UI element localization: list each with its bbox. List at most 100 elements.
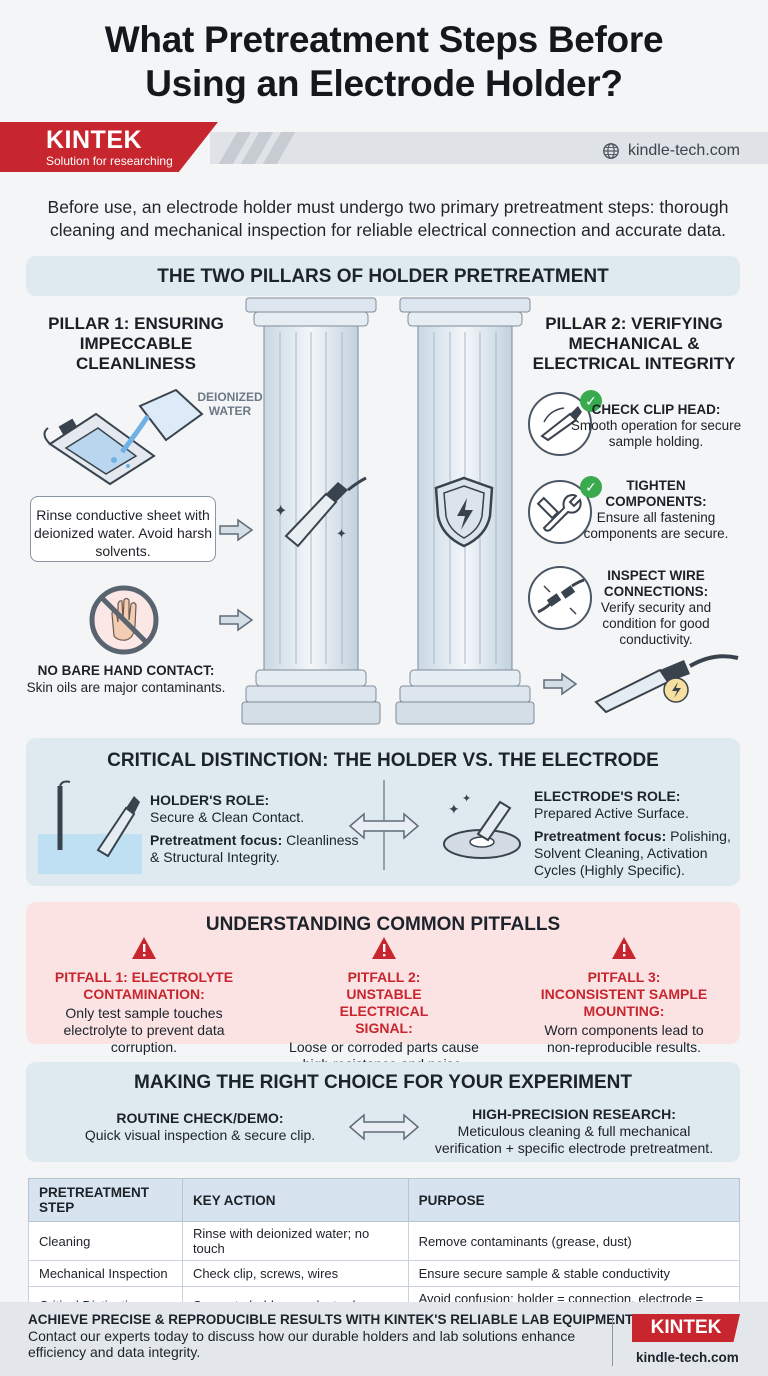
step-3-title: INSPECT WIRE CONNECTIONS:: [603, 568, 709, 599]
table-row: Mechanical Inspection Check clip, screws…: [28, 1260, 741, 1287]
shield-bolt-icon: [434, 476, 494, 548]
pillars-header-band: THE TWO PILLARS OF HOLDER PRETREATMENT: [26, 256, 740, 296]
table-header-row: PRETREATMENT STEP KEY ACTION PURPOSE: [28, 1178, 741, 1222]
choice-right-title: HIGH-PRECISION RESEARCH:: [472, 1106, 676, 1122]
svg-text:✦: ✦: [274, 503, 287, 520]
distinction-heading: CRITICAL DISTINCTION: THE HOLDER VS. THE…: [107, 750, 659, 771]
no-hand-caption: NO BARE HAND CONTACT: Skin oils are majo…: [26, 662, 226, 696]
table-cell: Mechanical Inspection: [28, 1260, 183, 1287]
step-3-desc: Verify security and condition for good c…: [600, 600, 712, 647]
table-header: PRETREATMENT STEP: [28, 1178, 183, 1222]
beaker-icon: [43, 388, 204, 486]
globe-icon: [603, 143, 619, 159]
choice-left-title: ROUTINE CHECK/DEMO:: [116, 1110, 284, 1126]
pitfall-1-desc: Only test sample touches electrolyte to …: [63, 1005, 225, 1055]
holder-role-title: HOLDER'S ROLE:: [150, 792, 270, 808]
double-arrow-icon: [348, 1113, 420, 1141]
electrode-role-block: ELECTRODE'S ROLE: Prepared Active Surfac…: [534, 788, 734, 879]
table-row: Cleaning Rinse with deionized water; no …: [28, 1221, 741, 1261]
footer-divider: [612, 1316, 613, 1366]
pitfall-2-title: PITFALL 2: UNSTABLE ELECTRICAL SIGNAL:: [339, 969, 429, 1036]
pillar2-title: PILLAR 2: VERIFYING MECHANICAL & ELECTRI…: [532, 314, 736, 373]
table-header: PURPOSE: [407, 1178, 741, 1222]
wire-plug-icon: [528, 566, 592, 630]
intro-text: Before use, an electrode holder must und…: [47, 197, 729, 240]
footer-text: Contact our experts today to discuss how…: [28, 1328, 576, 1360]
website-link[interactable]: kindle-tech.com: [602, 142, 740, 160]
website-text[interactable]: kindle-tech.com: [627, 142, 740, 159]
step-2-desc: Ensure all fastening components are secu…: [583, 510, 729, 541]
choice-right-desc: Meticulous cleaning & full mechanical ve…: [434, 1123, 714, 1156]
pillar2-step-3: INSPECT WIRE CONNECTIONS: Verify securit…: [566, 568, 746, 648]
clip-icon: ✦ ✦: [274, 476, 367, 548]
holder-focus-value: Cleanliness & Structural Integrity.: [150, 832, 359, 865]
choice-left: ROUTINE CHECK/DEMO: Quick visual inspect…: [80, 1110, 320, 1144]
svg-text:✦: ✦: [336, 526, 347, 541]
pitfall-1: PITFALL 1: ELECTROLYTE CONTAMINATION: On…: [34, 936, 254, 1056]
brand-name[interactable]: KINTEK: [46, 126, 143, 154]
holder-role-block: HOLDER'S ROLE: Secure & Clean Contact. P…: [150, 792, 360, 866]
electrode-disk-icon: ✦ ✦: [443, 793, 521, 859]
no-hand-icon: [89, 585, 159, 655]
arrow-right-icon: [219, 608, 254, 632]
holder-focus-label: Pretreatment focus:: [150, 832, 283, 848]
electrode-role: Prepared Active Surface.: [534, 805, 689, 821]
brand-logo-block[interactable]: [0, 122, 218, 172]
step-2-title: TIGHTEN COMPONENTS:: [605, 478, 707, 509]
clip-head-check-icon: [528, 392, 592, 456]
pillars-heading: THE TWO PILLARS OF HOLDER PRETREATMENT: [157, 266, 609, 287]
footer-logo[interactable]: KINTEK: [632, 1314, 740, 1342]
pitfall-2: PITFALL 2: UNSTABLE ELECTRICAL SIGNAL: L…: [274, 936, 494, 1073]
warning-icon: [612, 937, 636, 959]
title-line-2: Using an Electrode Holder?: [145, 63, 623, 104]
footer-website-link[interactable]: kindle-tech.com: [636, 1350, 739, 1365]
distinction-panel: CRITICAL DISTINCTION: THE HOLDER VS. THE…: [26, 738, 740, 886]
page-title: What Pretreatment Steps Before Using an …: [0, 18, 768, 106]
brand-bar: KINTEK Solution for researching kindle-t…: [0, 122, 768, 172]
brand-tagline: Solution for researching: [46, 154, 173, 168]
choice-left-desc: Quick visual inspection & secure clip.: [84, 1127, 316, 1143]
pillar2-step-2: TIGHTEN COMPONENTS: Ensure all fastening…: [566, 478, 746, 542]
no-hand-desc: Skin oils are major contaminants.: [26, 680, 226, 695]
clip-icon: [594, 654, 739, 714]
footer-headline: ACHIEVE PRECISE & REPRODUCIBLE RESULTS W…: [28, 1312, 636, 1327]
brand-strip: [210, 132, 768, 164]
pillar1-title: PILLAR 1: ENSURING IMPECCABLE CLEANLINES…: [48, 314, 224, 373]
choice-panel: MAKING THE RIGHT CHOICE FOR YOUR EXPERIM…: [26, 1062, 740, 1162]
svg-text:✦: ✦: [462, 793, 471, 805]
pitfalls-panel: UNDERSTANDING COMMON PITFALLS: [26, 902, 740, 1044]
table-cell: Check clip, screws, wires: [181, 1260, 409, 1287]
electrode-focus: Pretreatment focus: Polishing, Solvent C…: [534, 828, 734, 879]
choice-heading: MAKING THE RIGHT CHOICE FOR YOUR EXPERIM…: [134, 1072, 632, 1093]
title-line-1: What Pretreatment Steps Before: [104, 19, 664, 60]
check-icon: ✓: [580, 390, 602, 412]
warning-icon: [372, 937, 396, 959]
wrench-icon: [528, 480, 592, 544]
table-cell: Rinse with deionized water; no touch: [181, 1221, 409, 1261]
pitfall-3-title: PITFALL 3: INCONSISTENT SAMPLE MOUNTING:: [540, 969, 708, 1019]
rinse-instruction-box: Rinse conductive sheet with deionized wa…: [30, 496, 216, 562]
arrow-right-icon: [543, 672, 578, 696]
table-cell: Cleaning: [28, 1221, 183, 1261]
electrode-role-title: ELECTRODE'S ROLE:: [534, 788, 681, 804]
pillar-column-left: [241, 297, 381, 725]
pitfalls-heading: UNDERSTANDING COMMON PITFALLS: [205, 914, 561, 935]
warning-icon: [132, 937, 156, 959]
pitfall-3: PITFALL 3: INCONSISTENT SAMPLE MOUNTING:…: [514, 936, 734, 1056]
electrode-focus-label: Pretreatment focus:: [534, 828, 667, 844]
step-1-title: CHECK CLIP HEAD:: [591, 402, 721, 417]
pillars-illustration: ✦ ✦: [241, 297, 535, 725]
arrow-right-icon: [219, 518, 254, 542]
step-1-desc: Smooth operation for secure sample holdi…: [570, 418, 742, 449]
table-cell: Ensure secure sample & stable conductivi…: [407, 1260, 741, 1287]
table-header: KEY ACTION: [181, 1178, 409, 1222]
electrode-focus-value: Polishing, Solvent Cleaning, Activation …: [534, 828, 731, 878]
pitfall-1-title: PITFALL 1: ELECTROLYTE CONTAMINATION:: [54, 969, 234, 1002]
holder-focus: Pretreatment focus: Cleanliness & Struct…: [150, 832, 360, 866]
pillar2-step-1: CHECK CLIP HEAD: Smooth operation for se…: [566, 402, 746, 450]
check-icon: ✓: [580, 476, 602, 498]
double-arrow-icon: [348, 780, 420, 870]
pitfall-3-desc: Worn components lead to non-reproducible…: [544, 1022, 704, 1055]
deionized-water-label: DEIONIZED WATER: [197, 390, 263, 418]
choice-right: HIGH-PRECISION RESEARCH: Meticulous clea…: [424, 1106, 724, 1157]
